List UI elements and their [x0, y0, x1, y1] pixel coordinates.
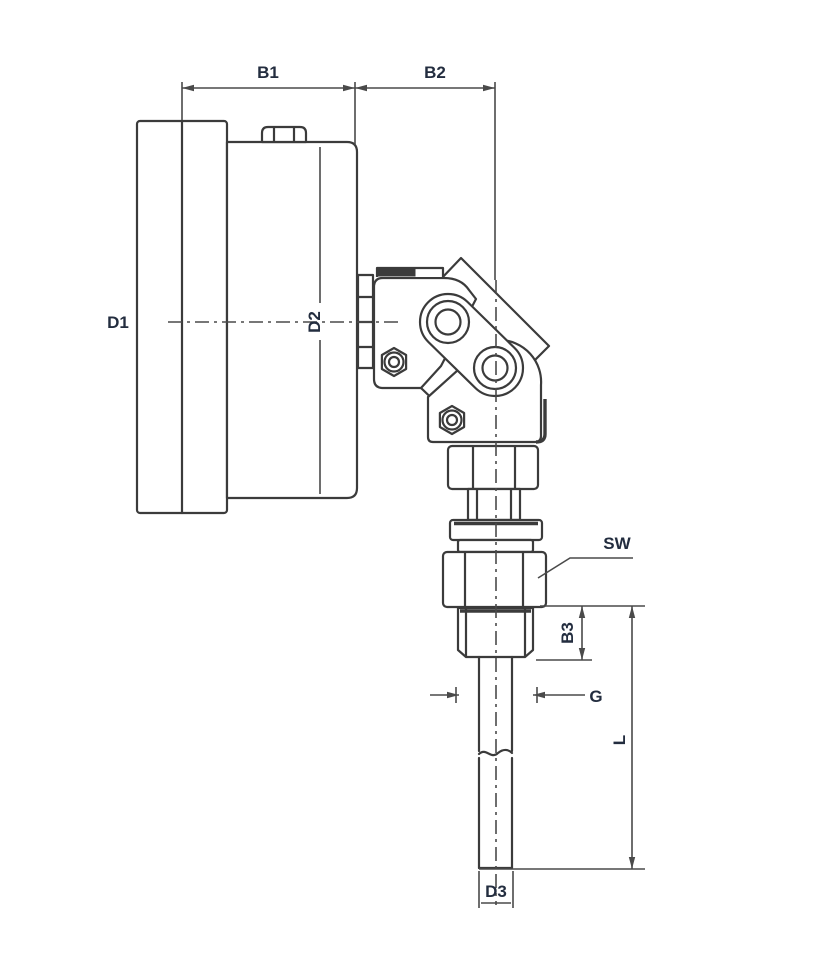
- swivel-joint: [356, 256, 551, 444]
- dim-label-d1: D1: [107, 313, 129, 332]
- dimension-g: [430, 687, 585, 703]
- hex-screw-lower: [438, 404, 466, 436]
- adjustment-screw: [260, 125, 308, 144]
- hex-nut-top: [446, 444, 540, 491]
- hex-screw-upper: [380, 346, 408, 378]
- gauge-case: [225, 140, 359, 500]
- connection-stack: [441, 444, 548, 659]
- plate-corner-detail: [535, 399, 547, 444]
- pivot-bolt-lower: [472, 345, 518, 391]
- stem-break: [477, 748, 514, 757]
- dim-label-b2: B2: [424, 63, 446, 82]
- sw-hex-nut: [441, 550, 548, 609]
- dim-label-d3: D3: [485, 882, 507, 901]
- dimension-b3: [536, 605, 645, 661]
- dimension-d3: [478, 871, 514, 908]
- dimension-l: [479, 606, 645, 870]
- clamp-slot: [377, 268, 416, 277]
- neck: [466, 487, 522, 522]
- gauge-head: [135, 119, 359, 515]
- dimension-b1-b2: [181, 82, 496, 280]
- dim-label-g: G: [589, 687, 602, 706]
- dim-label-b1: B1: [257, 63, 279, 82]
- dim-label-l: L: [610, 735, 629, 745]
- pivot-bolt-upper: [425, 299, 471, 345]
- dim-label-sw: SW: [603, 534, 631, 553]
- dim-label-d2: D2: [305, 311, 324, 333]
- dim-label-b3: B3: [558, 622, 577, 644]
- sw-leader-line: [537, 557, 633, 579]
